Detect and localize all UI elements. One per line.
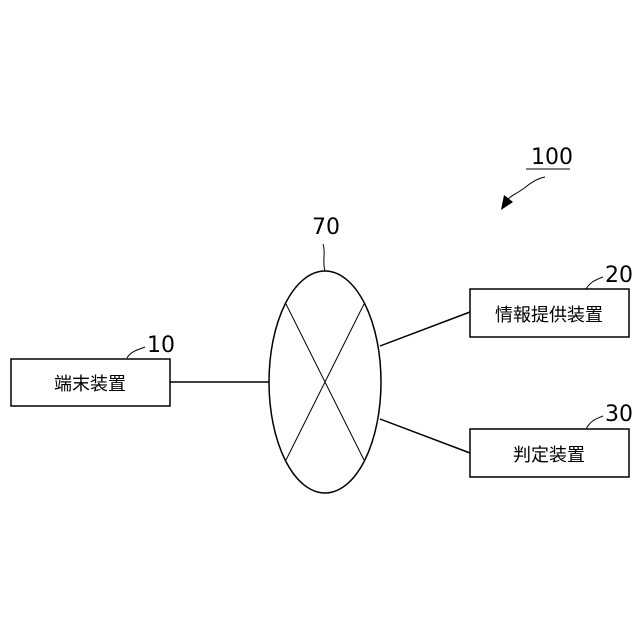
judgment-label: 判定装置 [513,445,585,466]
network-ref-leader [323,244,325,271]
system-reference: 100 [501,145,573,210]
system-ref-leader [506,177,545,202]
info-provider-ref-leader [586,277,603,289]
terminal-device: 10 端末装置 [11,333,175,406]
terminal-ref-leader [127,347,145,358]
terminal-label: 端末装置 [54,374,126,395]
system-ref-label: 100 [531,145,573,170]
judgment-ref-leader [586,416,603,429]
info-provider-device: 20 情報提供装置 [470,263,633,337]
judgment-device: 30 判定装置 [470,402,633,477]
network: 70 [269,215,381,493]
info-provider-label: 情報提供装置 [495,305,603,326]
network-ref-label: 70 [312,215,340,240]
link-network-info-provider [380,312,470,346]
judgment-ref-label: 30 [605,402,633,427]
info-provider-ref-label: 20 [605,263,633,288]
link-network-judgment [380,419,470,453]
terminal-ref-label: 10 [147,333,175,358]
